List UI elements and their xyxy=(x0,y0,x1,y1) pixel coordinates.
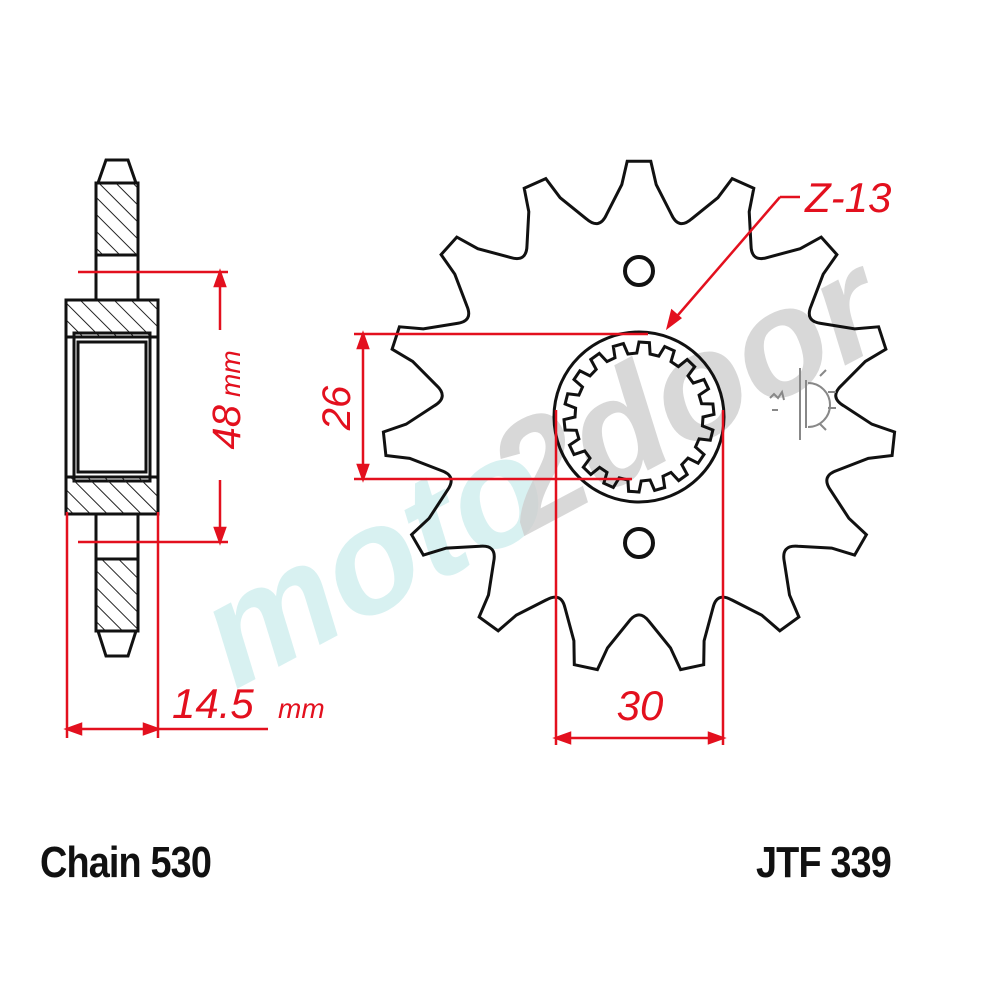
dim-14-5-value: 14.5 xyxy=(172,680,254,727)
dimension-30 xyxy=(552,410,727,745)
watermark-2door: 2door xyxy=(460,216,916,565)
teeth-count-label: Z-13 xyxy=(804,174,891,221)
dim-30-value: 30 xyxy=(617,682,664,729)
part-number: JTF 339 xyxy=(756,838,892,887)
rotation-direction-icon xyxy=(769,368,836,440)
dim-48-value: 48 xyxy=(205,404,249,449)
dim-14-5-unit: mm xyxy=(278,693,325,724)
dimension-14-5mm xyxy=(63,512,268,738)
dim-26-value: 26 xyxy=(315,385,359,431)
dimension-48mm xyxy=(78,268,228,546)
side-view xyxy=(64,158,160,658)
watermark: moto 2door xyxy=(171,216,916,718)
teeth-leader xyxy=(665,195,800,331)
sprocket-outline xyxy=(381,159,897,672)
chain-label: Chain 530 xyxy=(40,838,212,887)
dim-48-unit: mm xyxy=(215,350,246,397)
bolt-hole-top xyxy=(623,255,655,287)
bolt-hole-bottom xyxy=(623,527,655,559)
dimension-26 xyxy=(354,330,648,483)
spline-outline xyxy=(562,340,716,494)
